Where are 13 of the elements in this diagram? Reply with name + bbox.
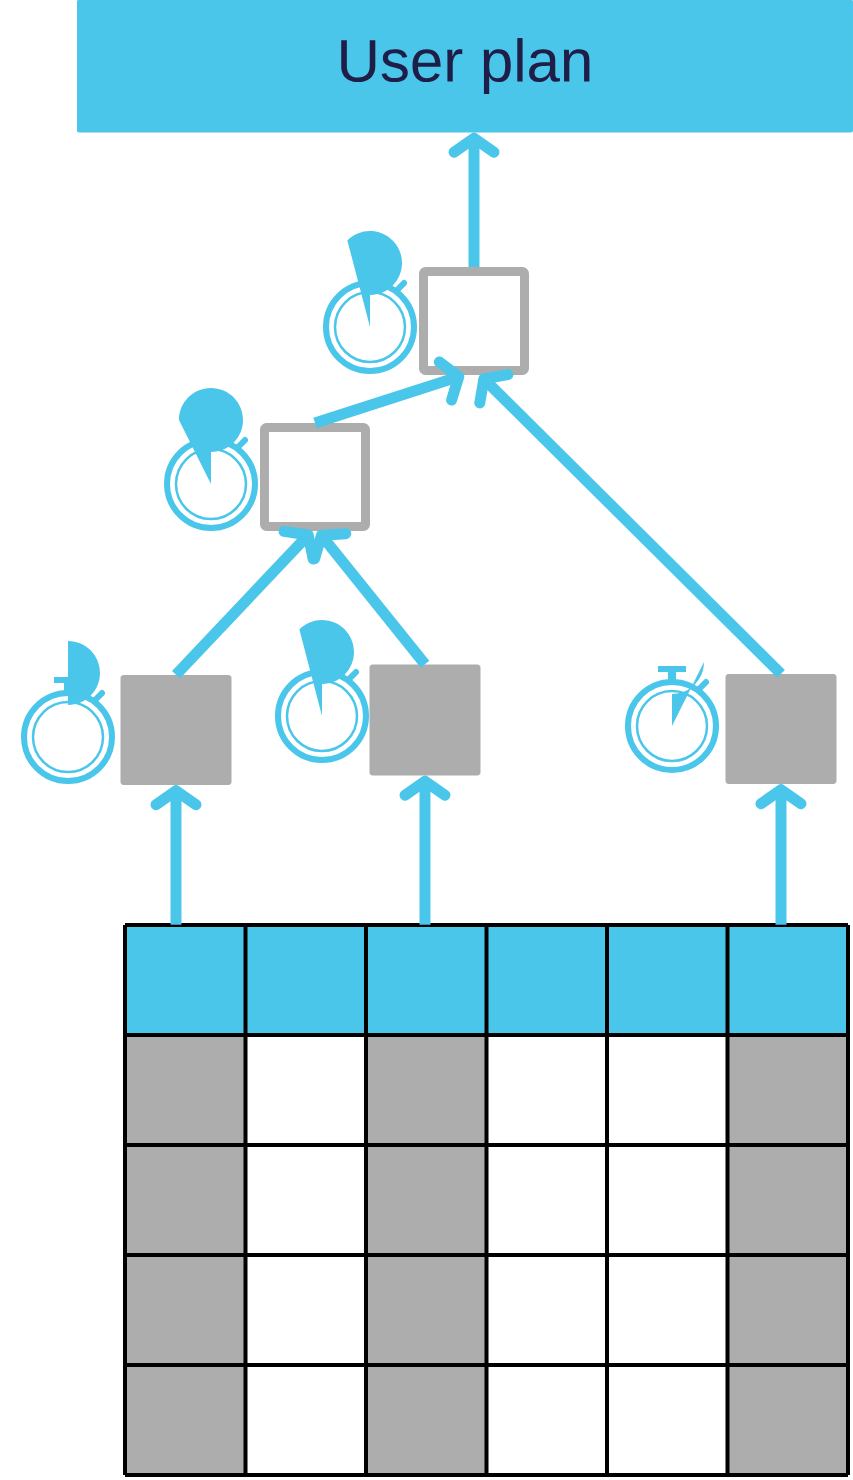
square-box xyxy=(260,423,370,531)
arrow xyxy=(150,785,202,925)
title-box: User plan xyxy=(77,0,853,133)
filled-box xyxy=(725,674,837,784)
square-box xyxy=(419,267,529,375)
table-drawing xyxy=(123,923,850,1477)
arrow xyxy=(474,369,785,678)
filled-box xyxy=(369,664,481,776)
arrow xyxy=(313,356,465,429)
arrow xyxy=(399,775,451,925)
filled-box xyxy=(120,675,232,785)
arrow xyxy=(755,784,807,925)
arrow xyxy=(448,132,500,267)
